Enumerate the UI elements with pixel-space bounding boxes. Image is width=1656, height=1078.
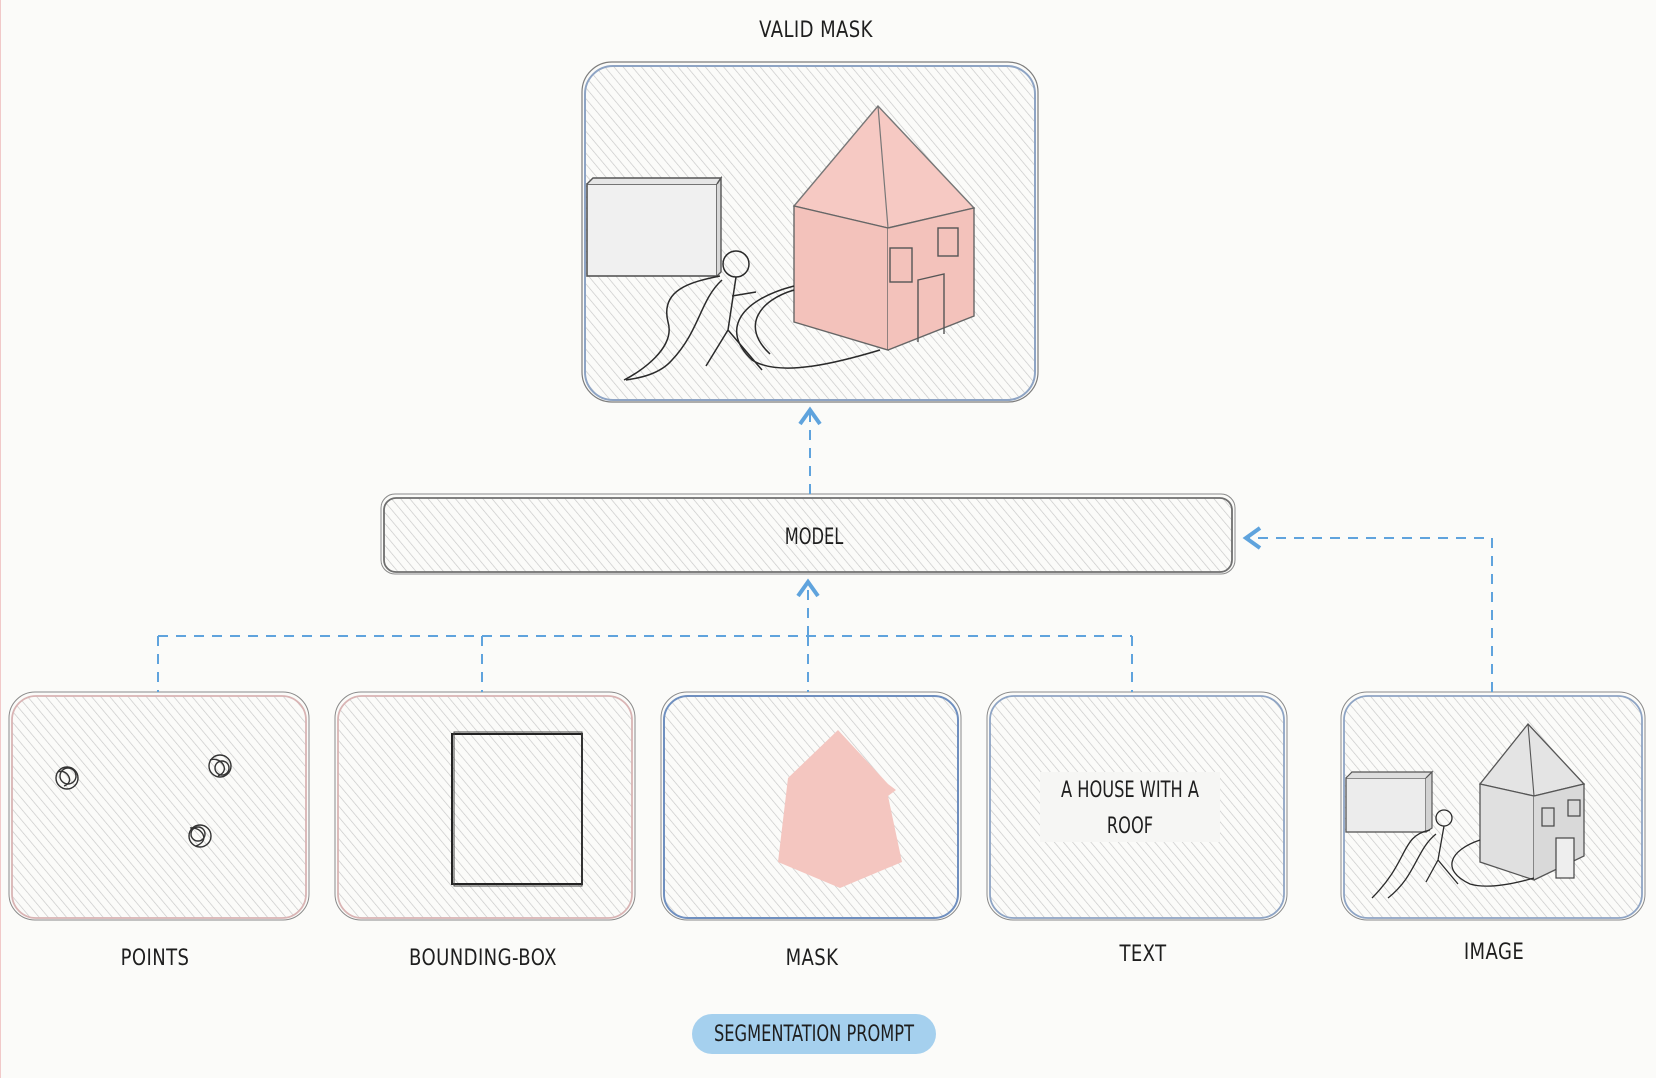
- connector-lines: [157, 406, 1493, 692]
- segmentation-prompt-badge: SEGMENTATION PROMPT: [692, 1014, 936, 1054]
- mask-label: MASK: [785, 946, 839, 971]
- stick-figure: [623, 250, 881, 381]
- segmentation-prompt-label: SEGMENTATION PROMPT: [713, 1021, 915, 1047]
- mask-shape: [778, 730, 902, 888]
- valid-mask-panel: [581, 61, 1039, 403]
- text-panel: [986, 691, 1288, 921]
- model-label: MODEL: [784, 525, 844, 550]
- model-bar: [380, 493, 1236, 575]
- points-label: POINTS: [120, 946, 190, 971]
- text-label: TEXT: [1119, 942, 1167, 967]
- mask-panel: [660, 691, 962, 921]
- text-prompt-content: A HOUSE WITH A ROOF: [1060, 778, 1200, 839]
- image-thumbnail: [1345, 723, 1586, 899]
- bounding-box-label: BOUNDING-BOX: [409, 946, 557, 971]
- billboard-shape: [586, 175, 723, 277]
- point-marker: [188, 824, 212, 848]
- bounding-box-panel: [334, 691, 636, 921]
- points-panel: [8, 691, 310, 921]
- point-marker: [55, 766, 79, 790]
- point-marker: [208, 754, 232, 778]
- left-edge-divider: [0, 0, 1, 1078]
- image-panel: [1340, 691, 1646, 921]
- image-label: IMAGE: [1463, 940, 1525, 965]
- valid-mask-title: VALID MASK: [759, 18, 873, 43]
- house-mask-shape: [792, 104, 976, 351]
